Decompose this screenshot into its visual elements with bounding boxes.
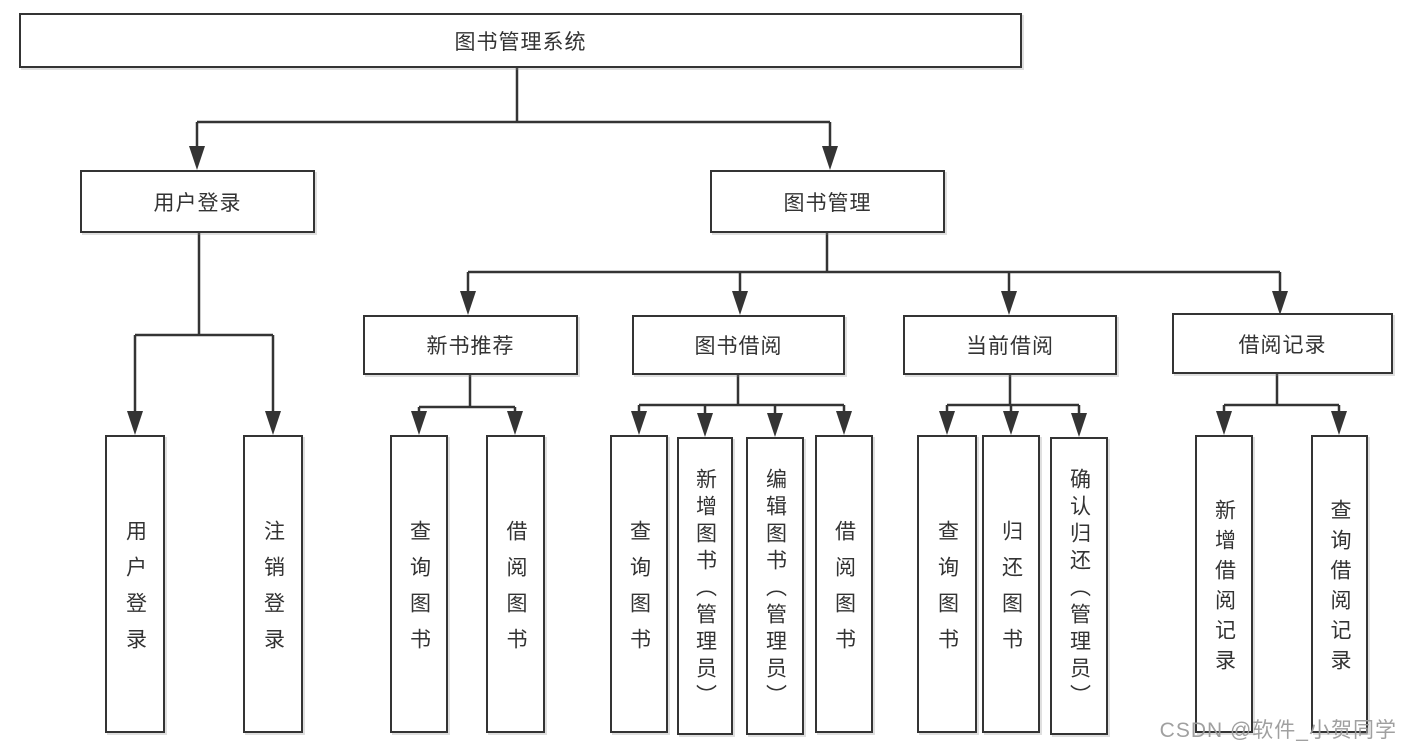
- node-label: 图书管理系统: [454, 30, 587, 54]
- leaf-confirm-return-admin: 确认归还（管理员）: [1050, 437, 1108, 735]
- leaf-query-books-borrowing: 查询图书: [610, 435, 668, 733]
- leaf-add-book-admin: 新增图书（管理员）: [677, 437, 733, 735]
- node-label: 借阅图书: [504, 519, 527, 664]
- node-book-borrowing: 图书借阅: [632, 315, 845, 375]
- node-label: 编辑图书（管理员）: [763, 467, 787, 711]
- leaf-logout: 注销登录: [243, 435, 303, 733]
- node-new-book-recommend: 新书推荐: [363, 315, 578, 375]
- leaf-borrow-books-borrowing: 借阅图书: [815, 435, 873, 733]
- leaf-query-borrow-record: 查询借阅记录: [1311, 435, 1368, 733]
- leaf-query-books-current: 查询图书: [917, 435, 977, 733]
- csdn-watermark: CSDN @软件_小贺同学: [1159, 719, 1397, 742]
- node-label: 图书借阅: [694, 335, 783, 358]
- leaf-user-login: 用户登录: [105, 435, 165, 733]
- leaf-return-book: 归还图书: [982, 435, 1040, 733]
- node-label: 用户登录: [153, 191, 242, 215]
- tree-edges: [133, 68, 1341, 417]
- node-label: 确认归还（管理员）: [1067, 467, 1091, 711]
- node-label: 图书管理: [783, 191, 872, 215]
- arrowhead-icons: [127, 146, 1347, 437]
- node-borrow-records: 借阅记录: [1172, 313, 1393, 374]
- node-label: 用户登录: [123, 519, 147, 664]
- node-label: 借阅记录: [1238, 333, 1327, 357]
- node-label: 新书推荐: [426, 335, 515, 358]
- leaf-edit-book-admin: 编辑图书（管理员）: [746, 437, 804, 735]
- node-label: 查询图书: [935, 519, 959, 664]
- leaf-borrow-books-recommend: 借阅图书: [486, 435, 545, 733]
- node-label: 新增图书（管理员）: [693, 467, 717, 711]
- node-book-management: 图书管理: [710, 170, 945, 233]
- node-label: 借阅图书: [832, 519, 856, 664]
- node-user-login: 用户登录: [80, 170, 315, 233]
- node-label: 查询图书: [407, 519, 431, 664]
- node-label: 当前借阅: [966, 335, 1054, 358]
- node-label: 新增借阅记录: [1212, 498, 1236, 679]
- node-label: 归还图书: [999, 519, 1023, 664]
- node-label: 查询借阅记录: [1328, 498, 1351, 679]
- node-system-root: 图书管理系统: [19, 13, 1022, 68]
- node-current-borrowing: 当前借阅: [903, 315, 1117, 375]
- leaf-query-books-recommend: 查询图书: [390, 435, 448, 733]
- leaf-add-borrow-record: 新增借阅记录: [1195, 435, 1253, 733]
- node-label: 注销登录: [261, 519, 285, 664]
- node-label: 查询图书: [627, 519, 651, 664]
